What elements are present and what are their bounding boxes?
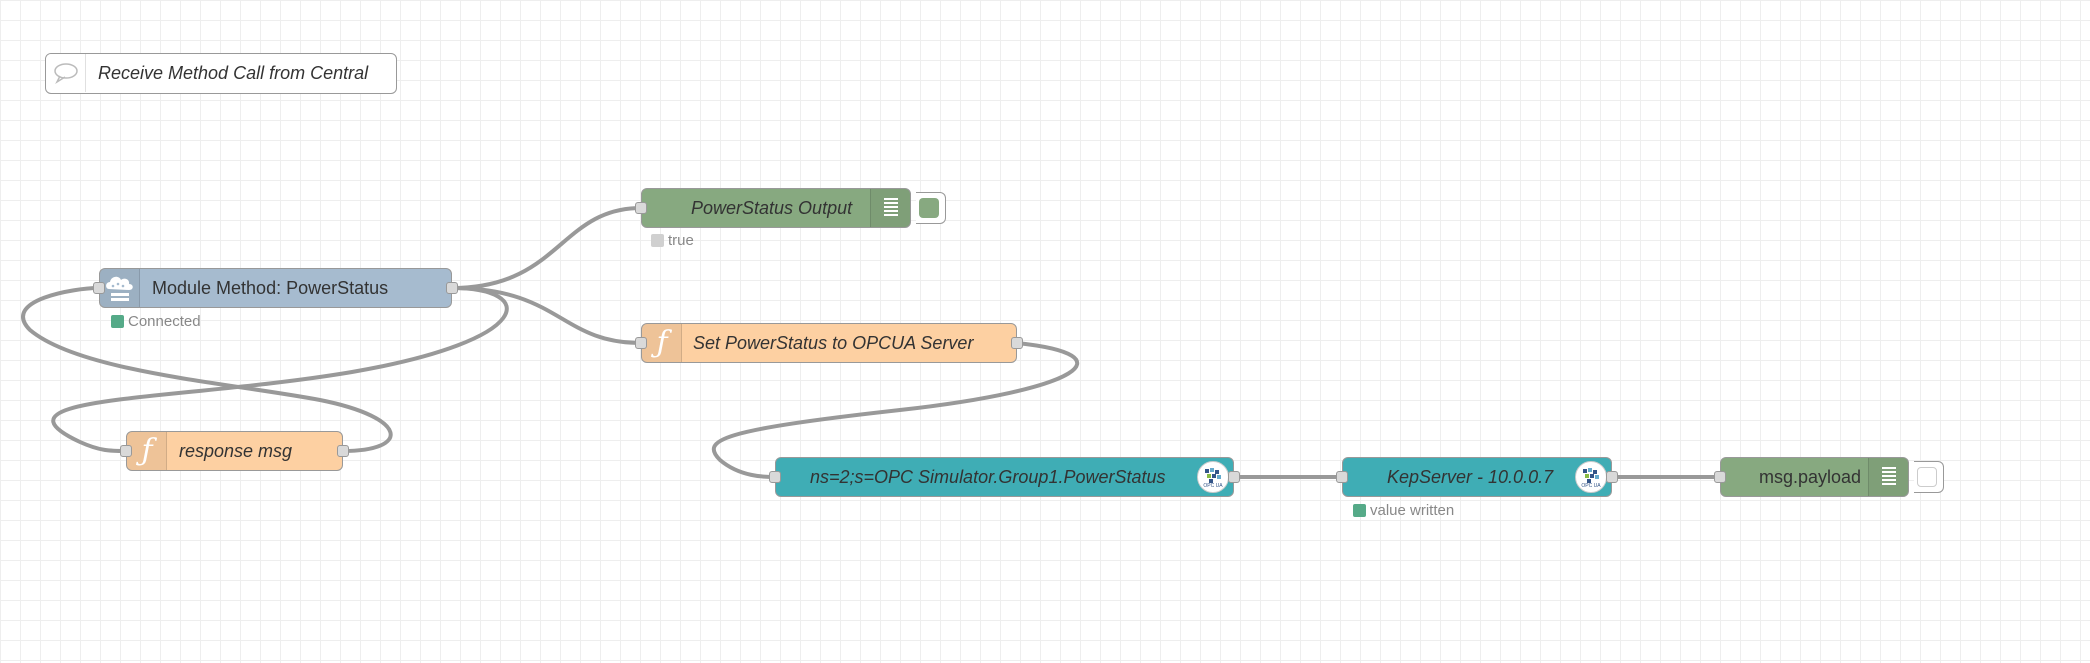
- kepserver-label: KepServer - 10.0.0.7: [1387, 467, 1554, 487]
- module-method-node[interactable]: Module Method: PowerStatus: [93, 268, 458, 308]
- module-method-output-port[interactable]: [446, 282, 458, 294]
- response-msg-node[interactable]: ƒ response msg: [120, 431, 349, 471]
- status-dot-green-icon: [111, 315, 124, 328]
- set-powerstatus-input-port[interactable]: [635, 337, 647, 349]
- status-dot-green-icon: [1353, 504, 1366, 517]
- debug-toggle-button[interactable]: [916, 192, 946, 224]
- wire-module-to-response[interactable]: [51, 286, 509, 453]
- comment-label: Receive Method Call from Central: [98, 63, 369, 83]
- opc-item-output-port[interactable]: [1228, 471, 1240, 483]
- function-icon: ƒ: [642, 324, 682, 362]
- comment-icon: [46, 54, 86, 92]
- kepserver-input-port[interactable]: [1336, 471, 1348, 483]
- opc-item-input-port[interactable]: [769, 471, 781, 483]
- kepserver-node[interactable]: KepServer - 10.0.0.7 OPC UA: [1336, 457, 1618, 497]
- set-powerstatus-label: Set PowerStatus to OPCUA Server: [693, 333, 974, 353]
- module-method-input-port[interactable]: [93, 282, 105, 294]
- kepserver-output-port[interactable]: [1606, 471, 1618, 483]
- powerstatus-output-status-text: true: [668, 232, 694, 249]
- set-powerstatus-output-port[interactable]: [1011, 337, 1023, 349]
- msg-payload-input-port[interactable]: [1714, 471, 1726, 483]
- module-method-status-text: Connected: [128, 313, 201, 330]
- response-msg-input-port[interactable]: [120, 445, 132, 457]
- kepserver-status-text: value written: [1370, 502, 1455, 519]
- debug-toggle-indicator: [919, 198, 939, 218]
- cloud-module-icon: [100, 269, 140, 307]
- response-msg-label: response msg: [179, 441, 293, 461]
- set-powerstatus-node[interactable]: ƒ Set PowerStatus to OPCUA Server: [635, 323, 1023, 363]
- powerstatus-output-input-port[interactable]: [635, 202, 647, 214]
- debug-icon: [1868, 458, 1908, 496]
- powerstatus-output-status: true: [651, 232, 694, 250]
- module-method-label: Module Method: PowerStatus: [152, 278, 389, 298]
- comment-node[interactable]: Receive Method Call from Central: [45, 53, 397, 94]
- opc-item-label: ns=2;s=OPC Simulator.Group1.PowerStatus: [810, 467, 1166, 487]
- module-method-status: Connected: [111, 313, 201, 331]
- msg-payload-label: msg.payload: [1759, 467, 1862, 487]
- status-dot-grey-icon: [651, 234, 664, 247]
- opc-item-node[interactable]: ns=2;s=OPC Simulator.Group1.PowerStatus …: [769, 457, 1240, 497]
- wire-response-to-module[interactable]: [21, 286, 393, 453]
- function-icon: ƒ: [127, 432, 167, 470]
- debug-icon: [870, 189, 910, 227]
- msg-payload-node[interactable]: msg.payload: [1714, 457, 1944, 497]
- wire-module-to-output[interactable]: [451, 206, 642, 290]
- opcua-logo-icon: OPC UA: [1197, 461, 1229, 493]
- powerstatus-output-label: PowerStatus Output: [691, 198, 853, 218]
- powerstatus-output-node[interactable]: PowerStatus Output: [635, 188, 946, 228]
- kepserver-status: value written: [1353, 502, 1454, 520]
- response-msg-output-port[interactable]: [337, 445, 349, 457]
- wire-set-powerstatus-to-opc-item[interactable]: [711, 341, 1080, 479]
- debug-toggle-button[interactable]: [1914, 461, 1944, 493]
- opcua-logo-icon: OPC UA: [1575, 461, 1607, 493]
- debug-toggle-indicator: [1917, 467, 1937, 487]
